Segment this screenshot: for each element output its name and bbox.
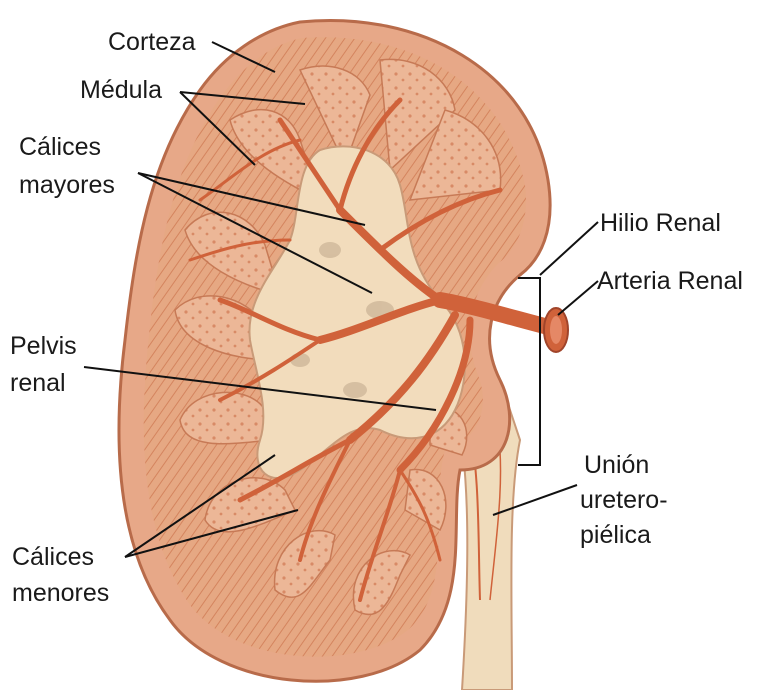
label-union-1: Unión <box>584 450 649 481</box>
label-calices-menores-1: Cálices <box>12 542 94 573</box>
label-corteza: Corteza <box>108 27 196 58</box>
label-calices-mayores-1: Cálices <box>19 132 101 163</box>
label-union-2: uretero- <box>580 485 668 516</box>
label-calices-menores-2: menores <box>12 578 109 609</box>
label-hilio-renal: Hilio Renal <box>600 208 721 239</box>
label-arteria-renal: Arteria Renal <box>597 266 743 297</box>
label-union-3: piélica <box>580 520 651 551</box>
label-pelvis-2: renal <box>10 368 66 399</box>
label-medula: Médula <box>80 75 162 106</box>
label-calices-mayores-2: mayores <box>19 170 115 201</box>
label-pelvis-1: Pelvis <box>10 331 77 362</box>
